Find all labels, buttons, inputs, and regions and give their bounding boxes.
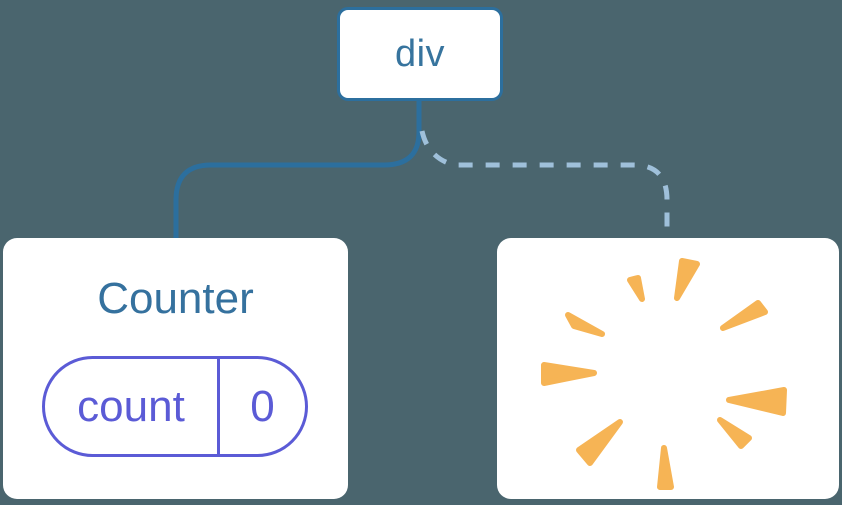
- state-key-cell: count: [45, 359, 220, 454]
- state-pill: count 0: [42, 356, 308, 457]
- counter-node: Counter count 0: [3, 238, 348, 499]
- state-key-label: count: [77, 381, 185, 431]
- root-node-div: div: [337, 7, 503, 101]
- state-value-label: 0: [250, 381, 275, 431]
- connector-solid: [173, 101, 422, 240]
- counter-node-title: Counter: [97, 274, 254, 323]
- state-value-cell: 0: [220, 359, 305, 454]
- connector-dashed: [419, 130, 670, 240]
- poof-icon: [541, 258, 787, 490]
- root-node-label: div: [394, 32, 446, 75]
- removed-node: [497, 238, 839, 499]
